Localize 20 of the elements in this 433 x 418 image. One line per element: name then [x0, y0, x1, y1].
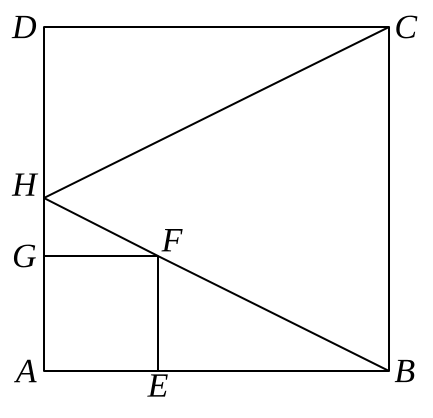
line-segment — [43, 255, 45, 372]
line-segment — [43, 197, 45, 257]
line-segment — [43, 26, 390, 28]
line-segment — [43, 197, 159, 257]
line-segment — [157, 255, 390, 372]
line-segment — [43, 255, 159, 257]
point-label: A — [14, 360, 37, 382]
point-label: H — [12, 173, 38, 196]
point-label: E — [147, 374, 168, 397]
point-label: C — [396, 16, 418, 38]
point-label: D — [12, 16, 36, 38]
line-segment — [157, 255, 159, 372]
point-label: F — [161, 229, 183, 252]
line-segment — [157, 370, 390, 372]
line-segment — [388, 26, 390, 372]
line-segment — [43, 26, 390, 199]
line-segment — [43, 26, 45, 199]
line-segment — [43, 370, 159, 372]
point-label: G — [14, 244, 36, 268]
point-label: B — [394, 360, 414, 382]
